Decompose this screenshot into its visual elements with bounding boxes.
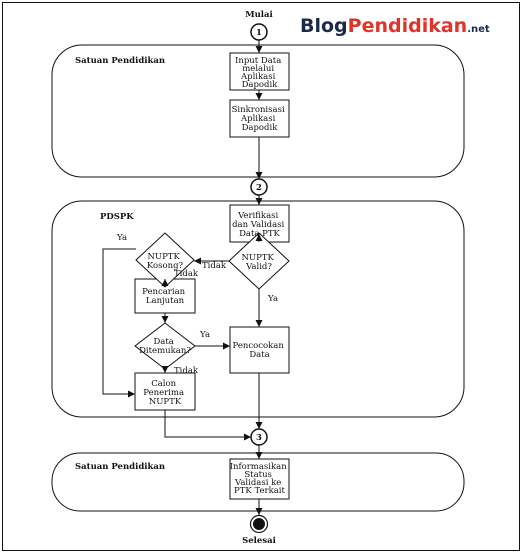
text-calon: Calon Penerima NUPTK <box>143 379 187 407</box>
text-informasikan-l3: Validasi ke <box>234 478 281 488</box>
text-input-data-l2: melalui <box>242 64 274 74</box>
text-calon-l2: Penerima <box>143 388 184 398</box>
text-informasikan: Informasikan Status Validasi ke PTK Terk… <box>230 462 290 496</box>
text-nuptk-kosong-l2: Kosong? <box>147 261 184 271</box>
connector-3-label: 3 <box>256 433 262 443</box>
edge-label-ditemukan-ya: Ya <box>199 330 210 340</box>
text-verifikasi-l1: Verifikasi <box>237 211 278 221</box>
text-nuptk-valid-l2: Valid? <box>245 262 272 272</box>
logo-part-pendidikan: Pendidikan <box>348 15 468 37</box>
edge-label-ditemukan-tidak: Tidak <box>174 366 199 376</box>
text-data-ditemukan-l1: Data <box>153 337 173 347</box>
text-nuptk-kosong-l1: NUPTK <box>147 252 180 262</box>
text-calon-l1: Calon <box>151 379 176 389</box>
edge-label-kosong-ya: Ya <box>116 233 127 243</box>
text-informasikan-l2: Status <box>244 470 272 480</box>
text-pencocokan-l1: Pencocokan <box>233 341 285 351</box>
text-nuptk-valid-l1: NUPTK <box>241 253 274 263</box>
connector-3: 3 <box>250 428 268 446</box>
text-input-data-l4: Dapodik <box>242 80 279 90</box>
start-label: Mulai <box>245 10 273 20</box>
lane-label-satuan-pendidikan-2: Satuan Pendidikan <box>75 462 165 472</box>
text-input-data-l1: Input Data <box>235 56 281 66</box>
text-nuptk-valid: NUPTK Valid? <box>241 253 276 272</box>
text-calon-l3: NUPTK <box>149 397 182 407</box>
text-input-data: Input Data melalui Aplikasi Dapodik <box>235 56 284 90</box>
process-calon-penerima <box>134 372 196 411</box>
edge-calon-c3 <box>164 410 251 441</box>
text-sinkronisasi-l1: Sinkronisasi <box>232 105 285 115</box>
site-logo: BlogPendidikan.net <box>300 15 490 37</box>
process-pencocokan-data <box>229 326 290 374</box>
connector-1: 1 <box>250 23 268 41</box>
logo-part-net: .net <box>467 24 490 35</box>
edge-label-valid-ya: Ya <box>267 294 278 304</box>
text-pencarian-l2: Lanjutan <box>146 296 185 306</box>
connector-1-label: 1 <box>256 28 262 38</box>
text-pencocokan: Pencocokan Data <box>233 341 287 360</box>
end-terminal <box>249 514 269 534</box>
text-data-ditemukan-l2: Ditemukan? <box>139 346 191 356</box>
edge-label-kosong-tidak: Tidak <box>174 269 199 279</box>
end-label: Selesai <box>242 536 276 546</box>
text-sinkronisasi-l3: Dapodik <box>242 123 279 133</box>
text-sinkronisasi-l2: Aplikasi <box>240 114 276 124</box>
text-informasikan-l4: PTK Terkait <box>234 486 285 496</box>
text-input-data-l3: Aplikasi <box>240 72 276 82</box>
text-pencarian: Pencarian Lanjutan <box>142 287 188 306</box>
logo-part-blog: Blog <box>300 15 348 37</box>
text-nuptk-kosong: NUPTK Kosong? <box>147 252 184 271</box>
connector-2: 2 <box>250 178 268 196</box>
text-data-ditemukan: Data Ditemukan? <box>139 337 191 356</box>
text-verifikasi-l3: Data PTK <box>239 229 280 239</box>
edge-label-valid-tidak: Tidak <box>202 261 227 271</box>
text-pencarian-l1: Pencarian <box>142 287 186 297</box>
lane-label-satuan-pendidikan-1: Satuan Pendidikan <box>75 56 165 66</box>
text-informasikan-l1: Informasikan <box>230 462 288 472</box>
connector-2-label: 2 <box>256 183 262 193</box>
lane-label-pdspk: PDSPK <box>100 212 134 222</box>
edge-kosong-ya-calon <box>102 248 136 398</box>
text-verifikasi-l2: dan Validasi <box>232 220 284 230</box>
text-pencocokan-l2: Data <box>249 350 269 360</box>
text-sinkronisasi: Sinkronisasi Aplikasi Dapodik <box>232 105 288 133</box>
